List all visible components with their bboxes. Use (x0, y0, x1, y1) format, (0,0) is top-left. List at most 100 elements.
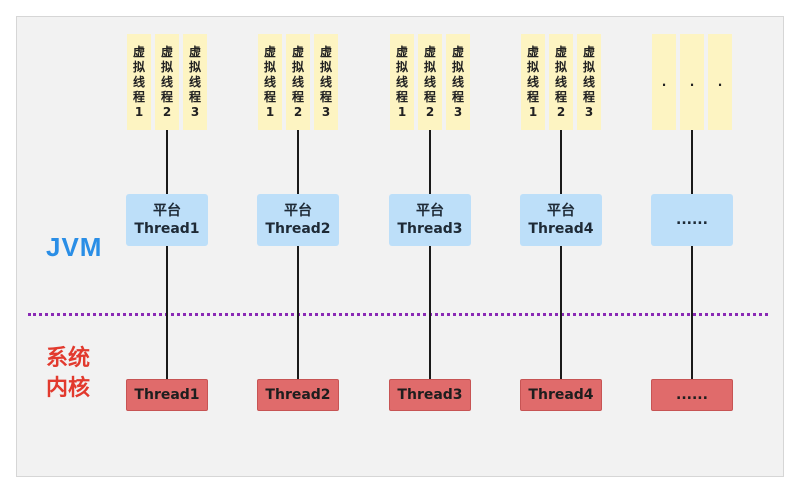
virtual-thread-char: 2 (556, 104, 566, 119)
kernel-thread-box: Thread1 (126, 379, 208, 411)
kernel-thread-box: Thread4 (520, 379, 602, 411)
virtual-thread-char: 虚 (582, 44, 595, 59)
jvm-kernel-divider (28, 313, 768, 316)
virtual-thread-char: 程 (160, 89, 173, 104)
jvm-label: JVM (46, 232, 103, 262)
virtual-thread-char: 2 (162, 104, 172, 119)
virtual-thread-char: 虚 (291, 44, 304, 59)
virtual-thread-char: 拟 (423, 59, 436, 74)
connector-virtual-to-platform (297, 130, 299, 194)
virtual-thread-char: 虚 (132, 44, 145, 59)
virtual-thread-char: 线 (188, 74, 201, 89)
virtual-thread-box: . (708, 34, 732, 130)
virtual-thread-box: . (652, 34, 676, 130)
virtual-thread-char: . (689, 74, 695, 89)
virtual-thread-char: 3 (321, 104, 331, 119)
virtual-thread-char: 程 (395, 89, 408, 104)
virtual-thread-char: 程 (263, 89, 276, 104)
virtual-thread-char: 线 (554, 74, 567, 89)
platform-thread-label: Thread3 (397, 221, 463, 237)
virtual-thread-char: 程 (188, 89, 201, 104)
virtual-thread-char: 线 (451, 74, 464, 89)
virtual-thread-char: 虚 (319, 44, 332, 59)
platform-thread-label: Thread4 (528, 221, 594, 237)
virtual-thread-char: 拟 (319, 59, 332, 74)
virtual-thread-char: . (717, 74, 723, 89)
virtual-thread-char: 线 (319, 74, 332, 89)
virtual-thread-char: 1 (397, 104, 407, 119)
virtual-thread-char: 虚 (554, 44, 567, 59)
virtual-thread-char: 虚 (160, 44, 173, 59)
virtual-thread-char: 线 (160, 74, 173, 89)
virtual-thread-char: 程 (526, 89, 539, 104)
platform-thread-label: ...... (676, 212, 708, 228)
virtual-thread-char: . (661, 74, 667, 89)
platform-thread-label: 平台 (547, 203, 575, 219)
virtual-thread-char: 拟 (395, 59, 408, 74)
virtual-thread-box: . (680, 34, 704, 130)
kernel-label: 系统 内核 (46, 344, 106, 404)
virtual-thread-char: 拟 (582, 59, 595, 74)
platform-thread-box: ...... (651, 194, 733, 246)
connector-virtual-to-platform (691, 130, 693, 194)
connector-platform-to-kernel (297, 246, 299, 379)
kernel-thread-box: Thread3 (389, 379, 471, 411)
platform-thread-label: 平台 (153, 203, 181, 219)
virtual-thread-char: 拟 (188, 59, 201, 74)
platform-thread-box: 平台 Thread4 (520, 194, 602, 246)
virtual-thread-char: 2 (293, 104, 303, 119)
virtual-thread-char: 线 (132, 74, 145, 89)
connector-platform-to-kernel (166, 246, 168, 379)
virtual-thread-char: 拟 (160, 59, 173, 74)
virtual-thread-char: 线 (291, 74, 304, 89)
virtual-thread-char: 程 (291, 89, 304, 104)
virtual-thread-char: 拟 (291, 59, 304, 74)
virtual-thread-char: 拟 (132, 59, 145, 74)
virtual-thread-char: 虚 (263, 44, 276, 59)
kernel-label-line-1: 系统 (46, 346, 91, 371)
virtual-thread-char: 1 (528, 104, 538, 119)
platform-thread-box: 平台 Thread1 (126, 194, 208, 246)
virtual-thread-char: 虚 (526, 44, 539, 59)
virtual-thread-char: 线 (582, 74, 595, 89)
virtual-thread-char: 3 (584, 104, 594, 119)
platform-thread-label: 平台 (284, 203, 312, 219)
platform-thread-label: Thread1 (134, 221, 200, 237)
virtual-thread-char: 拟 (526, 59, 539, 74)
virtual-thread-char: 线 (395, 74, 408, 89)
virtual-thread-char: 2 (425, 104, 435, 119)
virtual-thread-char: 虚 (188, 44, 201, 59)
connector-platform-to-kernel (429, 246, 431, 379)
virtual-thread-char: 程 (132, 89, 145, 104)
virtual-thread-char: 拟 (263, 59, 276, 74)
virtual-thread-char: 程 (451, 89, 464, 104)
kernel-label-line-2: 内核 (46, 376, 91, 401)
platform-thread-box: 平台 Thread3 (389, 194, 471, 246)
virtual-thread-char: 程 (319, 89, 332, 104)
kernel-thread-box: ...... (651, 379, 733, 411)
virtual-thread-char: 程 (554, 89, 567, 104)
virtual-thread-char: 虚 (423, 44, 436, 59)
platform-thread-label: 平台 (416, 203, 444, 219)
virtual-thread-char: 1 (134, 104, 144, 119)
connector-platform-to-kernel (560, 246, 562, 379)
virtual-thread-char: 拟 (451, 59, 464, 74)
virtual-thread-char: 虚 (395, 44, 408, 59)
virtual-thread-char: 程 (582, 89, 595, 104)
virtual-thread-char: 3 (190, 104, 200, 119)
virtual-thread-char: 程 (423, 89, 436, 104)
virtual-thread-char: 拟 (554, 59, 567, 74)
virtual-thread-char: 3 (453, 104, 463, 119)
